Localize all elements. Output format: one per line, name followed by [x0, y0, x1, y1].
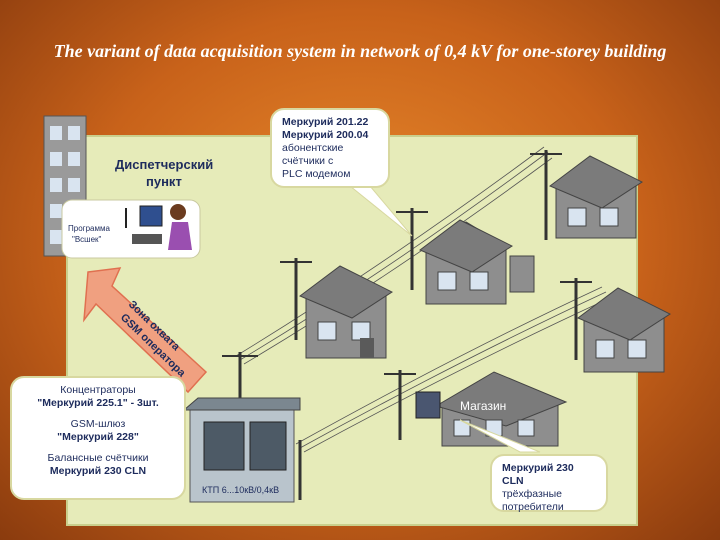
callout-left-line6: Меркурий 230 CLN: [49, 465, 147, 477]
dispatch-label-2: пункт: [146, 174, 182, 189]
callout-three-phase-consumers: Меркурий 230 CLN трёхфазные потребители: [490, 454, 608, 513]
substation-label: КТП 6...10кВ/0,4кВ: [202, 485, 279, 495]
program-label-2: "Всшек": [72, 235, 102, 244]
substation-ktp: [182, 397, 301, 503]
dispatch-building: [43, 115, 87, 257]
callout-top-line1: Меркурий 201.22: [282, 116, 369, 128]
callout-subscriber-meters: Меркурий 201.22 Меркурий 200.04 абонентс…: [270, 108, 390, 188]
callout-right-line3: потребители: [502, 501, 564, 513]
callout-left-line2: "Меркурий 225.1" - 3шт.: [37, 397, 159, 409]
utility-poles: [222, 150, 592, 500]
program-label-1: Программа: [68, 224, 110, 233]
power-lines: [235, 146, 611, 453]
page-title: The variant of data acquisition system i…: [53, 41, 667, 61]
callout-left-line4: "Меркурий 228": [57, 431, 139, 443]
house-3: [549, 155, 644, 239]
house-4: [577, 287, 672, 373]
callout-top-line4: счётчики с: [282, 155, 334, 167]
dispatch-label-1: Диспетчерский: [115, 157, 213, 172]
callout-concentrators: Концентраторы "Меркурий 225.1" - 3шт. GS…: [10, 376, 186, 500]
callout-top-line2: Меркурий 200.04: [282, 129, 369, 141]
callout-right-line2: трёхфазные: [502, 488, 562, 500]
callout-left-line1: Концентраторы: [60, 384, 136, 396]
shop-label: Магазин: [460, 399, 506, 413]
callout-top-line3: абонентские: [282, 142, 344, 154]
gsm-coverage-arrow: [83, 267, 208, 394]
callout-left-line5: Балансные счётчики: [47, 452, 149, 464]
operator-workstation: [61, 199, 201, 259]
callout-right-line1: Меркурий 230 CLN: [502, 462, 574, 487]
callout-top-line5: PLC модемом: [282, 168, 351, 180]
house-2: [419, 219, 535, 305]
house-1: [299, 265, 394, 359]
callout-left-line3: GSM-шлюз: [70, 418, 126, 430]
shop-building: [415, 371, 568, 447]
callout-right-pointer: [459, 419, 541, 453]
